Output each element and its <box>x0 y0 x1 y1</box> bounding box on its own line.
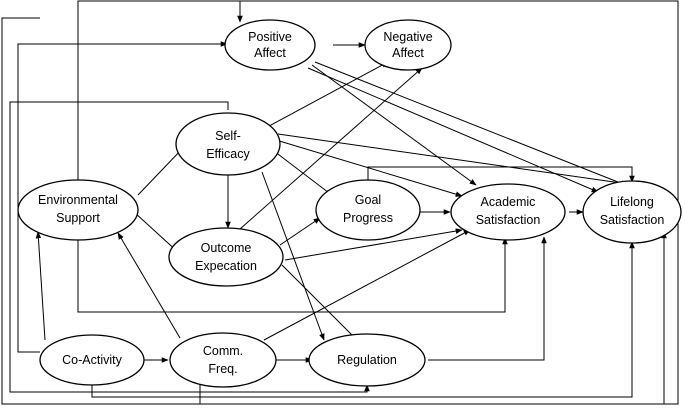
self-efficacy-line-2: Efficacy <box>206 147 250 161</box>
node-co-activity: Co-Activity <box>39 334 145 386</box>
edge-comm-freq-to-lifelong-satisfaction <box>199 231 667 405</box>
co-activity-label: Co-Activity <box>62 353 122 367</box>
negative-affect-line-1: Negative <box>383 30 432 44</box>
edge-outcome-expectation-to-goal-progress <box>279 217 321 246</box>
lifelong-satisfaction-line-1: Lifelong <box>610 195 654 209</box>
edge-self-efficacy-to-goal-progress <box>269 147 334 197</box>
node-comm-freq: Comm. Freq. <box>169 332 277 388</box>
edge-co-activity-to-environmental-support <box>35 231 46 341</box>
node-academic-satisfaction: Academic Satisfaction <box>450 183 566 241</box>
edge-co-activity-to-lifelong-satisfaction <box>91 241 635 398</box>
goal-progress-line-2: Progress <box>343 211 393 225</box>
goal-progress-line-1: Goal <box>355 193 381 207</box>
self-efficacy-line-1: Self- <box>215 129 241 143</box>
comm-freq-line-2: Freq. <box>208 362 237 376</box>
edge-positive-affect-to-lifelong-satisfaction-2 <box>307 67 599 193</box>
node-outcome-expectation: Outcome Expecation <box>168 227 284 287</box>
environmental-support-line-1: Environmental <box>38 193 118 207</box>
edges <box>1 0 679 405</box>
edge-outcome-expectation-to-academic-satisfaction <box>284 228 463 261</box>
node-environmental-support: Environmental Support <box>17 179 139 241</box>
edge-positive-affect-to-lifelong-satisfaction <box>314 61 629 187</box>
academic-satisfaction-line-1: Academic <box>481 195 536 209</box>
comm-freq-line-1: Comm. <box>203 344 243 358</box>
node-regulation: Regulation <box>308 333 426 387</box>
outcome-expectation-line-1: Outcome <box>201 241 252 255</box>
edge-positive-affect-to-academic-satisfaction <box>311 64 477 186</box>
edge-goal-progress-to-lifelong-satisfaction <box>367 166 635 185</box>
edge-regulation-to-academic-satisfaction <box>428 236 547 361</box>
node-goal-progress: Goal Progress <box>315 179 421 241</box>
academic-satisfaction-line-2: Satisfaction <box>476 213 541 227</box>
negative-affect-line-2: Affect <box>392 46 424 60</box>
edge-outcome-expectation-to-regulation <box>281 264 358 341</box>
node-self-efficacy: Self- Efficacy <box>175 112 281 176</box>
positive-affect-line-1: Positive <box>248 30 292 44</box>
positive-affect-line-2: Affect <box>254 46 286 60</box>
edge-environmental-support-to-self-efficacy <box>137 147 184 196</box>
lifelong-satisfaction-line-2: Satisfaction <box>600 213 665 227</box>
edge-outcome-expectation-to-negative-affect <box>239 67 423 230</box>
edge-self-efficacy-to-negative-affect <box>257 61 389 133</box>
node-negative-affect: Negative Affect <box>364 19 452 71</box>
node-positive-affect: Positive Affect <box>224 19 316 71</box>
edge-comm-freq-to-environmental-support <box>117 232 181 339</box>
edge-environmental-support-to-academic-satisfaction <box>77 235 508 313</box>
edge-self-efficacy-to-academic-satisfaction <box>275 139 463 197</box>
nodes: Positive Affect Negative Affect Self- Ef… <box>17 19 682 388</box>
edge-environmental-support-to-positive-affect-top <box>77 0 243 188</box>
regulation-label: Regulation <box>337 353 397 367</box>
edge-inner-frame-to-regulation <box>9 101 370 393</box>
outcome-expectation-line-2: Expecation <box>195 259 257 273</box>
node-lifelong-satisfaction: Lifelong Satisfaction <box>582 180 682 244</box>
environmental-support-line-2: Support <box>56 211 100 225</box>
edge-comm-freq-to-academic-satisfaction <box>263 229 471 341</box>
edge-self-efficacy-to-lifelong-satisfaction <box>277 133 629 186</box>
edge-co-activity-to-positive-affect <box>17 41 228 353</box>
